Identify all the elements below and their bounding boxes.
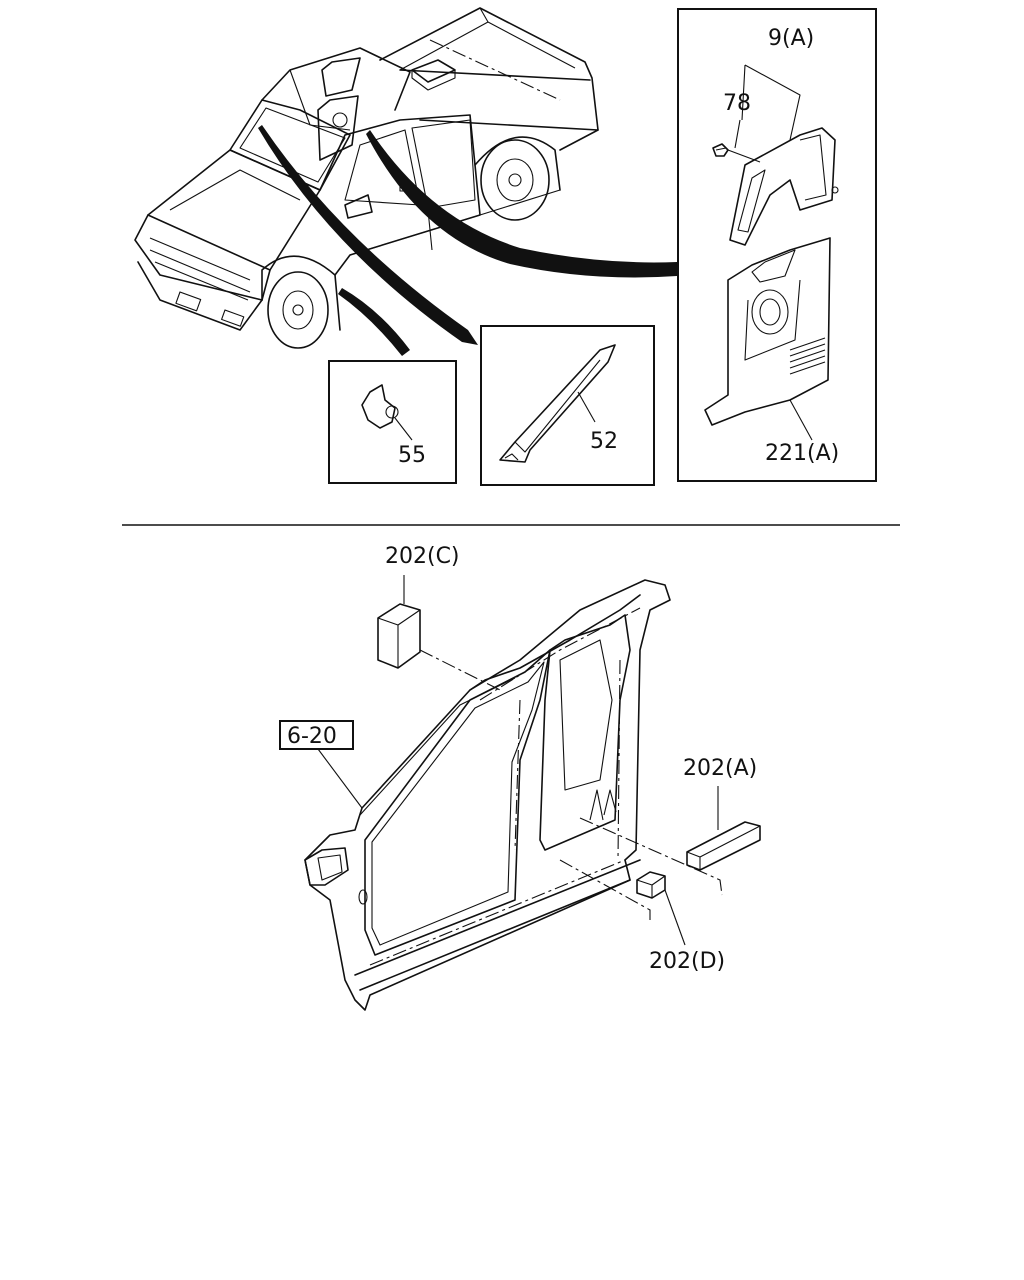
- callout-label-202a: 202(A): [683, 756, 757, 781]
- callout-label-202c: 202(C): [385, 544, 460, 569]
- callout-label-6-20: 6-20: [287, 724, 337, 749]
- detail-box-a-pillar-trim: [480, 325, 655, 486]
- callout-label-52: 52: [590, 429, 618, 454]
- filler-block-202d: [636, 871, 666, 899]
- reference-box-6-20: [279, 720, 354, 750]
- filler-block-202a: [686, 821, 761, 871]
- callout-label-9a: 9(A): [768, 26, 814, 51]
- a-pillar-trim-part: [499, 344, 616, 463]
- leader-swoosh-fender: [338, 288, 410, 356]
- leader-swoosh-a-pillar: [258, 125, 478, 345]
- callout-label-202d: 202(D): [649, 949, 725, 974]
- callout-label-55: 55: [398, 443, 426, 468]
- detail-box-rear-trim: [677, 8, 877, 482]
- leader-swoosh-b-pillar: [366, 130, 677, 278]
- pickup-truck-illustration: [134, 7, 599, 349]
- body-side-outer-panel: [304, 579, 671, 1011]
- filler-block-202c: [377, 603, 421, 669]
- clip-part: [361, 384, 399, 429]
- callout-label-78: 78: [723, 91, 751, 116]
- callout-label-221a: 221(A): [765, 441, 839, 466]
